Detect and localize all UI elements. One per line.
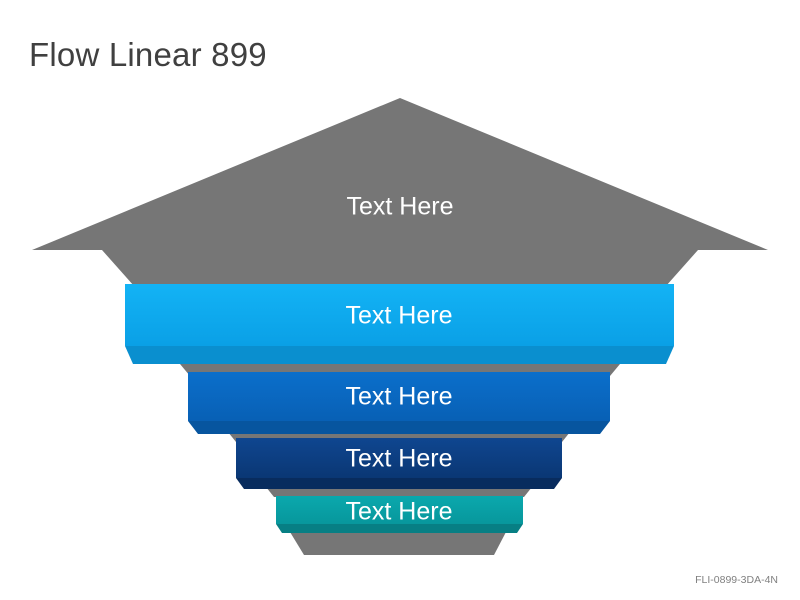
level-1-label: Text Here <box>346 302 453 330</box>
page-title: Flow Linear 899 <box>29 36 267 73</box>
footer-code: FLI-0899-3DA-4N <box>695 574 778 586</box>
arrow-label: Text Here <box>347 193 454 221</box>
level-3 <box>236 438 562 489</box>
level-4 <box>276 496 523 533</box>
arrow-shape <box>32 98 768 286</box>
level-2 <box>188 372 610 434</box>
backing-tail <box>290 532 506 555</box>
level-3-label: Text Here <box>346 445 453 473</box>
level-2-label: Text Here <box>346 383 453 411</box>
level-4-label: Text Here <box>346 498 453 526</box>
backing-step-3 <box>266 487 532 497</box>
level-1 <box>125 284 674 364</box>
